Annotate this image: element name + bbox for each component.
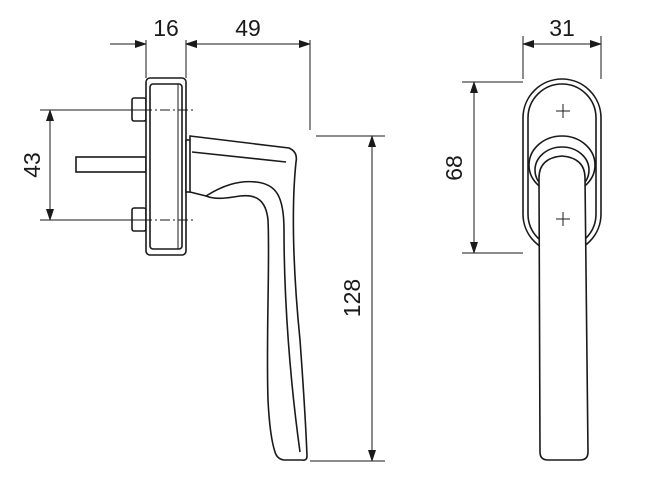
side-view: 16 49 43 128 xyxy=(19,15,385,462)
dimension-68: 68 xyxy=(441,81,478,254)
dimension-43-label: 43 xyxy=(19,152,45,178)
screw-cross-top xyxy=(556,104,570,118)
rose-base-plate xyxy=(145,77,187,256)
dimension-49: 49 xyxy=(185,15,311,48)
dimension-43: 43 xyxy=(19,109,54,221)
dimension-68-label: 68 xyxy=(441,155,467,181)
screw-bottom xyxy=(131,207,147,232)
front-view: 31 68 xyxy=(441,15,602,461)
handle-lever-front xyxy=(538,155,589,461)
dimension-16: 16 xyxy=(110,15,198,48)
dimension-128-label: 128 xyxy=(339,279,365,317)
spindle xyxy=(75,156,147,173)
dimension-128: 128 xyxy=(339,135,376,462)
dimension-31: 31 xyxy=(522,15,602,48)
screw-cross-bottom xyxy=(556,212,570,226)
handle-lever-side xyxy=(189,135,308,461)
dimension-16-label: 16 xyxy=(153,15,179,41)
dimension-49-label: 49 xyxy=(235,15,261,41)
screw-top xyxy=(131,97,147,122)
dimension-31-label: 31 xyxy=(549,15,575,41)
